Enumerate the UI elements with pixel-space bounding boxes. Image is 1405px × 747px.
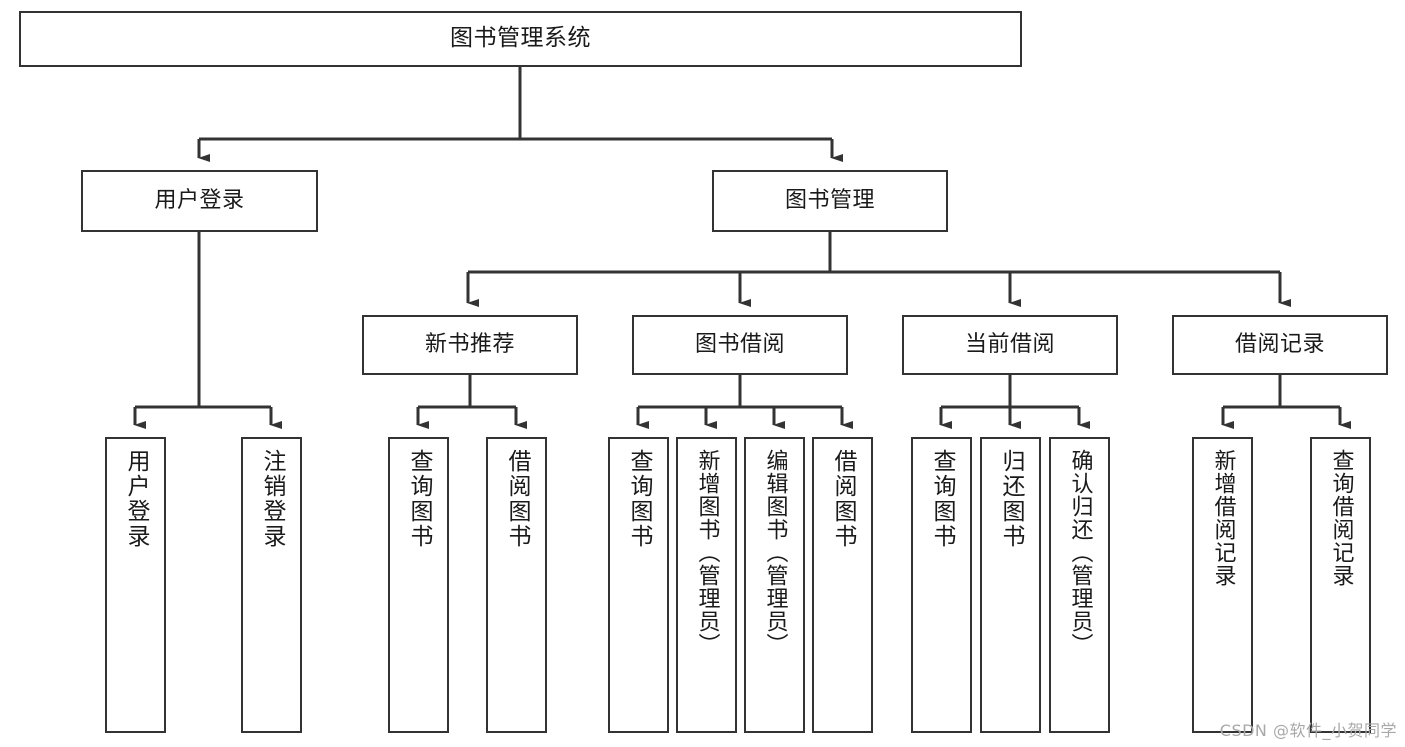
node-label: 查询图书 xyxy=(406,449,432,549)
leaf-current-borrow-confirm-return[interactable]: 确认归还（管理员） xyxy=(1049,437,1110,733)
node-label: 新增图书（管理员） xyxy=(694,449,720,656)
node-user-login[interactable]: 用户登录 xyxy=(81,170,318,232)
node-label: 图书管理系统 xyxy=(450,25,591,52)
node-label: 用户登录 xyxy=(123,449,149,549)
leaf-new-book-borrow[interactable]: 借阅图书 xyxy=(486,437,547,733)
node-label: 用户登录 xyxy=(154,188,245,214)
leaf-book-borrow-add[interactable]: 新增图书（管理员） xyxy=(676,437,737,733)
node-label: 借阅记录 xyxy=(1234,332,1325,358)
node-book-borrowing[interactable]: 图书借阅 xyxy=(632,315,848,375)
leaf-user-login-logout[interactable]: 注销登录 xyxy=(241,437,302,733)
node-label: 新书推荐 xyxy=(424,332,515,358)
node-label: 图书借阅 xyxy=(694,332,785,358)
leaf-book-borrow-edit[interactable]: 编辑图书（管理员） xyxy=(744,437,805,733)
node-borrow-records[interactable]: 借阅记录 xyxy=(1172,315,1388,375)
node-label: 查询图书 xyxy=(626,449,652,549)
leaf-current-borrow-query[interactable]: 查询图书 xyxy=(911,437,972,733)
leaf-borrow-record-add[interactable]: 新增借阅记录 xyxy=(1192,437,1253,733)
node-book-management[interactable]: 图书管理 xyxy=(712,170,948,232)
leaf-book-borrow-query[interactable]: 查询图书 xyxy=(608,437,669,733)
node-label: 查询图书 xyxy=(929,449,955,549)
node-label: 查询借阅记录 xyxy=(1328,449,1354,587)
watermark: CSDN @软件_小贺同学 xyxy=(1219,721,1397,740)
leaf-book-borrow-borrow[interactable]: 借阅图书 xyxy=(812,437,873,733)
leaf-new-book-query[interactable]: 查询图书 xyxy=(388,437,449,733)
node-root-system[interactable]: 图书管理系统 xyxy=(19,11,1022,67)
node-label: 编辑图书（管理员） xyxy=(762,449,788,656)
node-label: 图书管理 xyxy=(784,188,875,214)
node-label: 注销登录 xyxy=(259,449,285,549)
node-label: 归还图书 xyxy=(998,449,1024,549)
node-label: 借阅图书 xyxy=(830,449,856,549)
leaf-borrow-record-query[interactable]: 查询借阅记录 xyxy=(1310,437,1371,733)
node-new-book-recommendation[interactable]: 新书推荐 xyxy=(362,315,578,375)
node-label: 借阅图书 xyxy=(504,449,530,549)
node-label: 新增借阅记录 xyxy=(1210,449,1236,587)
leaf-user-login-login[interactable]: 用户登录 xyxy=(105,437,166,733)
node-label: 当前借阅 xyxy=(964,332,1055,358)
node-current-borrowing[interactable]: 当前借阅 xyxy=(902,315,1118,375)
leaf-current-borrow-return[interactable]: 归还图书 xyxy=(980,437,1041,733)
node-label: 确认归还（管理员） xyxy=(1067,449,1093,656)
